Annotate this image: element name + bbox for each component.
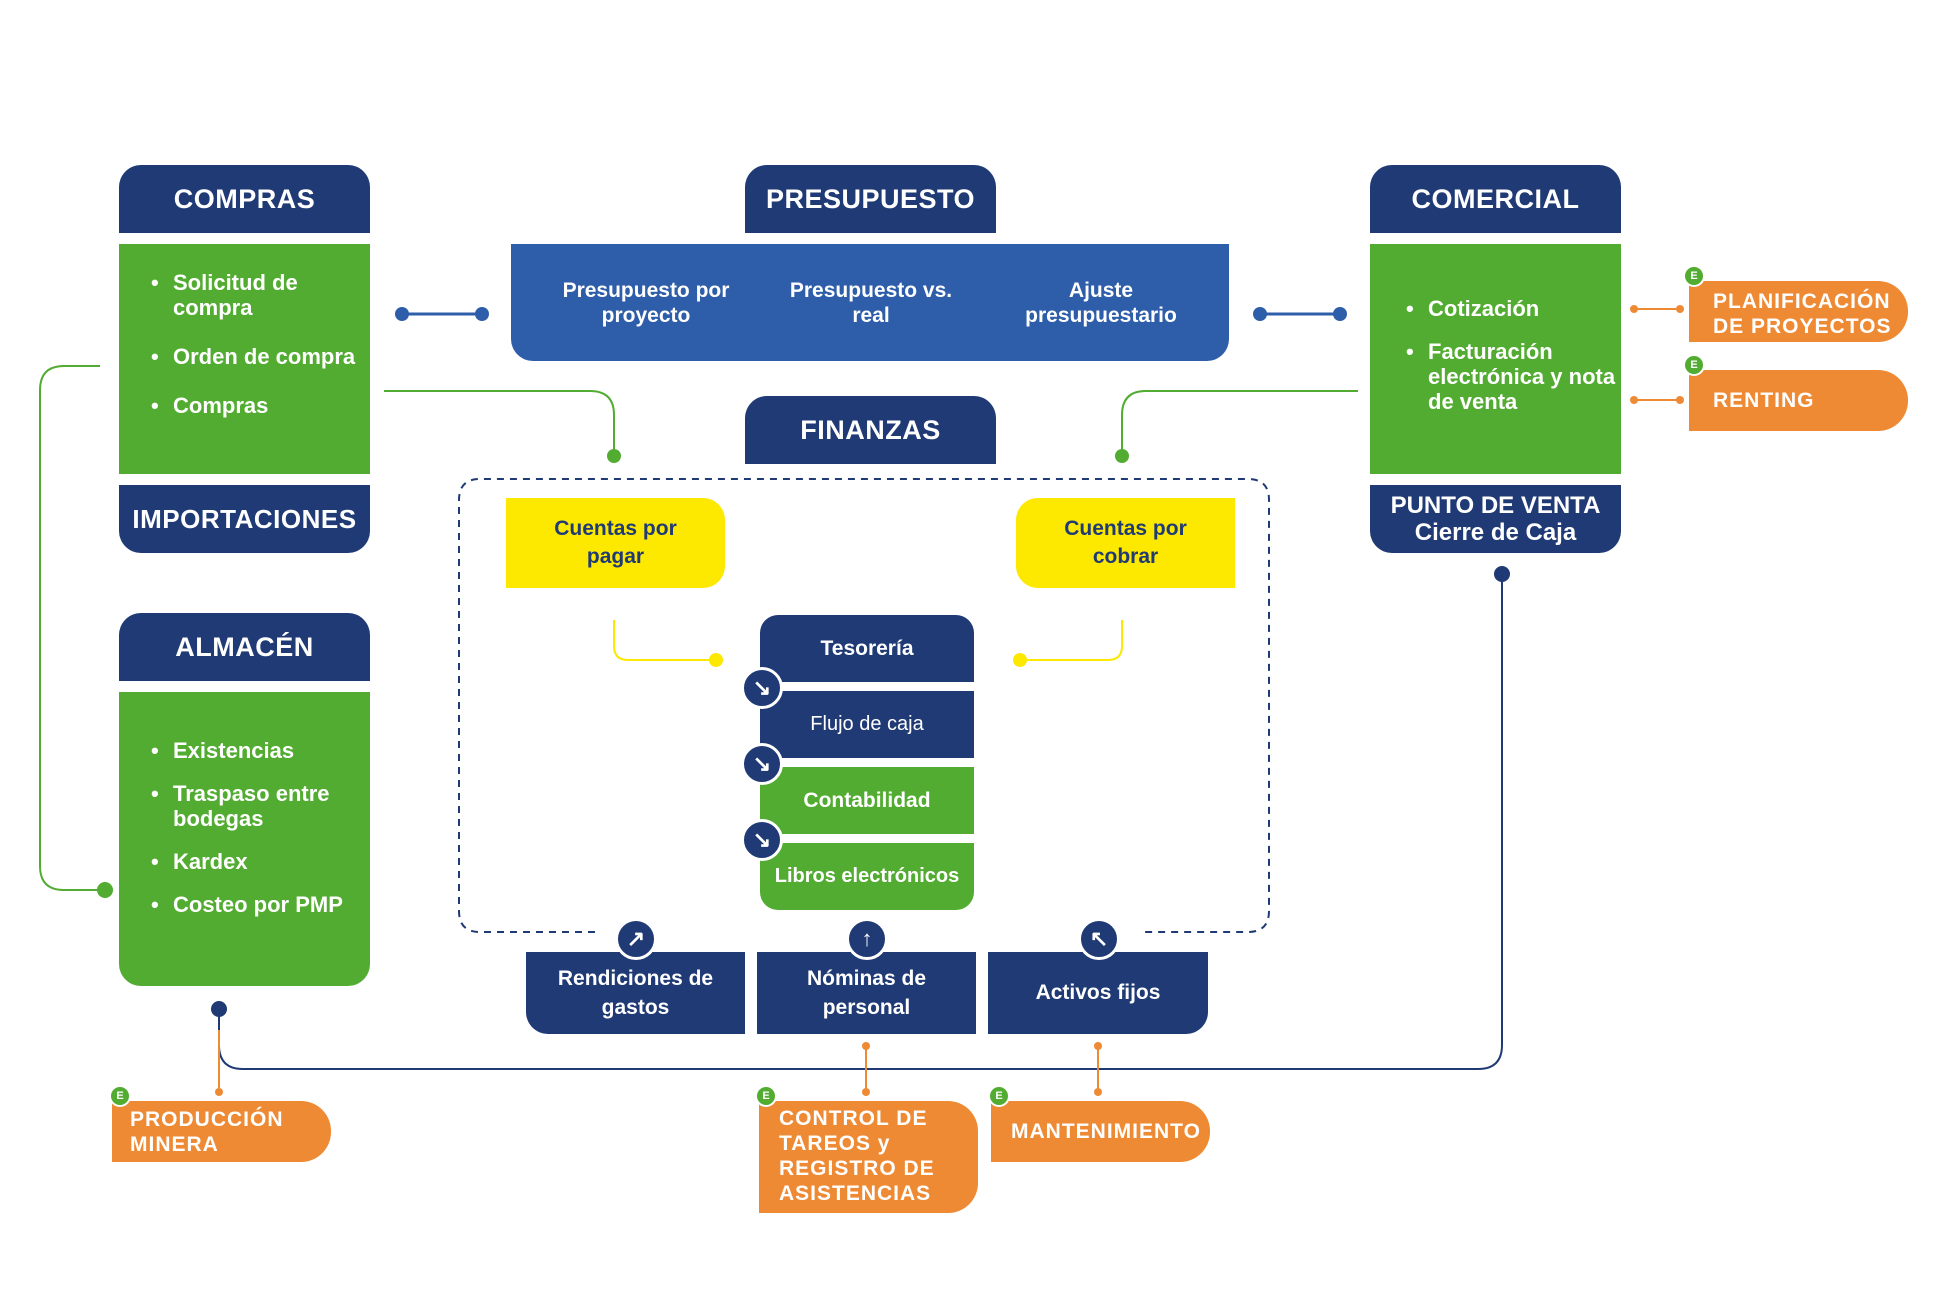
cuentas-por-cobrar-box: Cuentas por cobrar <box>1016 498 1235 588</box>
connector-dot <box>709 653 723 667</box>
presupuesto-item: Presupuesto vs. real <box>789 278 953 327</box>
cuentas-por-pagar-box: Cuentas por pagar <box>506 498 725 588</box>
connector-almacen-comercial <box>218 574 1503 1070</box>
connector-dot <box>475 307 489 321</box>
extension-badge: E <box>1683 265 1705 287</box>
connector-dot <box>1676 396 1684 404</box>
connector-dot <box>1094 1088 1102 1096</box>
renting-pill: RENTING <box>1689 370 1908 431</box>
contabilidad-box: Contabilidad <box>760 767 974 834</box>
planificacion-label: PLANIFICACIÓN DE PROYECTOS <box>1713 290 1892 338</box>
connector-dot <box>211 1001 227 1017</box>
curved-up-arrow-icon: ↑ <box>846 918 888 960</box>
extension-badge: E <box>988 1085 1010 1107</box>
nominas-box: Nóminas de personal <box>757 952 976 1034</box>
control-tareos-pill: CONTROL DE TAREOS y REGISTRO DE ASISTENC… <box>759 1101 978 1213</box>
punto-de-venta-footer: PUNTO DE VENTA Cierre de Caja <box>1370 485 1621 553</box>
importaciones-footer: IMPORTACIONES <box>119 485 370 553</box>
extension-badge: E <box>109 1085 131 1107</box>
comercial-item: Facturación electrónica y nota de venta <box>1406 339 1621 414</box>
produccion-minera-pill: PRODUCCIÓN MINERA <box>112 1101 331 1162</box>
presupuesto-panel: Presupuesto por proyecto Presupuesto vs.… <box>511 244 1229 361</box>
presupuesto-header: PRESUPUESTO <box>745 165 996 233</box>
almacen-item: Traspaso entre bodegas <box>151 781 370 831</box>
connector-dot <box>1094 1042 1102 1050</box>
connector-dot <box>862 1088 870 1096</box>
connector-compras-finanzas <box>384 390 615 455</box>
control-label: CONTROL DE TAREOS y REGISTRO DE ASISTENC… <box>779 1107 935 1205</box>
finanzas-dashed-border <box>458 478 1270 933</box>
comercial-header: COMERCIAL <box>1370 165 1621 233</box>
curved-down-arrow-icon: ↘ <box>741 667 783 709</box>
curved-down-arrow-icon: ↘ <box>741 743 783 785</box>
connector-dot <box>1333 307 1347 321</box>
compras-panel: Solicitud de compra Orden de compra Comp… <box>119 244 370 474</box>
presupuesto-item: Ajuste presupuestario <box>1025 278 1177 327</box>
comercial-panel: Cotización Facturación electrónica y not… <box>1370 244 1621 474</box>
compras-header: COMPRAS <box>119 165 370 233</box>
connector-dot <box>607 449 621 463</box>
mantenimiento-label: MANTENIMIENTO <box>1011 1120 1201 1143</box>
connector-dot <box>1494 566 1510 582</box>
cierre-de-caja-label: Cierre de Caja <box>1414 519 1577 546</box>
tesoreria-box: Tesorería <box>760 615 974 682</box>
almacen-header: ALMACÉN <box>119 613 370 681</box>
finanzas-header: FINANZAS <box>745 396 996 464</box>
libros-electronicos-box: Libros electrónicos <box>760 843 974 910</box>
almacen-item: Kardex <box>151 849 370 874</box>
almacen-item: Existencias <box>151 738 370 763</box>
produccion-label: PRODUCCIÓN MINERA <box>130 1108 284 1156</box>
almacen-item: Costeo por PMP <box>151 892 370 917</box>
connector-dot <box>97 882 113 898</box>
compras-item: Compras <box>151 393 370 418</box>
punto-de-venta-label: PUNTO DE VENTA <box>1390 492 1601 519</box>
rendiciones-box: Rendiciones de gastos <box>526 952 745 1034</box>
connector-dot <box>215 1088 223 1096</box>
curved-up-arrow-icon: ↗ <box>615 918 657 960</box>
compras-item: Solicitud de compra <box>151 270 370 320</box>
connector-dot <box>1115 449 1129 463</box>
almacen-panel: Existencias Traspaso entre bodegas Karde… <box>119 692 370 986</box>
connector-dot <box>862 1042 870 1050</box>
curved-up-arrow-icon: ↖ <box>1078 918 1120 960</box>
connector-dot <box>1630 305 1638 313</box>
connector-dot <box>1630 396 1638 404</box>
planificacion-pill: PLANIFICACIÓN DE PROYECTOS <box>1689 281 1908 342</box>
connector-pagar-tesoreria <box>613 620 716 661</box>
connector-comercial-finanzas <box>1121 390 1358 455</box>
renting-label: RENTING <box>1713 389 1815 412</box>
curved-down-arrow-icon: ↘ <box>741 819 783 861</box>
connector-dot <box>1013 653 1027 667</box>
connector-dot <box>395 307 409 321</box>
connector-compras-almacen <box>39 365 104 891</box>
connector-dot <box>1253 307 1267 321</box>
compras-item: Orden de compra <box>151 344 370 369</box>
extension-badge: E <box>755 1085 777 1107</box>
mantenimiento-pill: MANTENIMIENTO <box>991 1101 1210 1162</box>
connector-dot <box>1676 305 1684 313</box>
extension-badge: E <box>1683 354 1705 376</box>
connector-cobrar-tesoreria <box>1020 620 1123 661</box>
flujo-de-caja-box: Flujo de caja <box>760 691 974 758</box>
presupuesto-item: Presupuesto por proyecto <box>562 278 730 327</box>
comercial-item: Cotización <box>1406 296 1621 321</box>
activos-fijos-box: Activos fijos <box>988 952 1208 1034</box>
